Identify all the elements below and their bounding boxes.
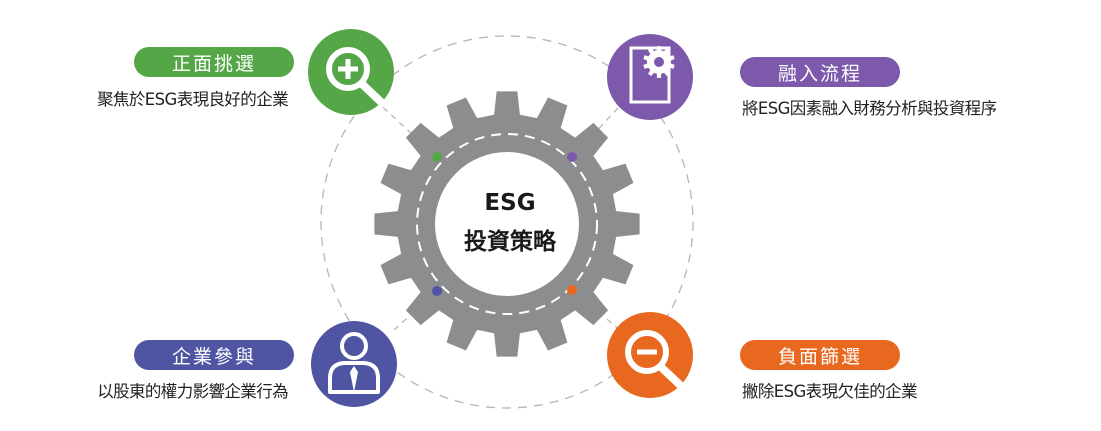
positive-screening-pill: 正面挑選 [134, 47, 294, 77]
purple-dot [567, 152, 577, 162]
integration-pill: 融入流程 [740, 57, 900, 87]
negative-screening-pill: 負面篩選 [740, 340, 900, 370]
outer-dashed-orbit [320, 35, 694, 409]
engagement-pill: 企業參與 [134, 340, 294, 370]
magnifier-plus-icon [308, 29, 394, 115]
green-dot [432, 152, 442, 162]
gear-inner-dashed-ring [416, 133, 598, 315]
document-gear-icon [607, 34, 693, 120]
integration-description: 將ESG因素融入財務分析與投資程序 [742, 99, 997, 118]
center-title-line2: 投資策略 [464, 229, 556, 255]
orange-dot [567, 285, 577, 295]
positive-screening-description: 聚焦於ESG表現良好的企業 [97, 90, 288, 109]
businessman-icon [311, 321, 397, 407]
engagement-description: 以股東的權力影響企業行為 [97, 382, 288, 401]
gear-center-circle [435, 152, 579, 296]
negative-screening-description: 撇除ESG表現欠佳的企業 [742, 382, 918, 401]
magnifier-minus-icon [607, 312, 693, 398]
center-title-line1: ESG [484, 190, 536, 216]
blue-dot [432, 286, 442, 296]
